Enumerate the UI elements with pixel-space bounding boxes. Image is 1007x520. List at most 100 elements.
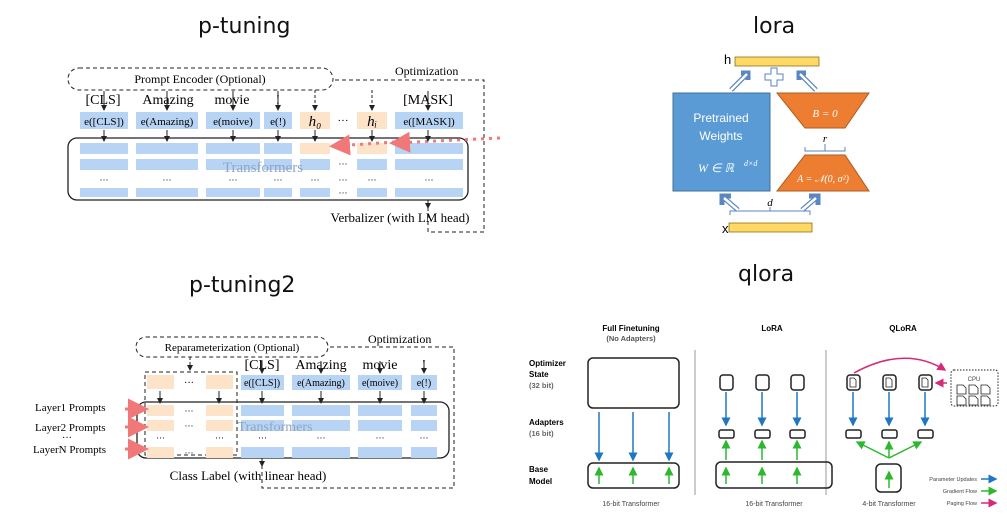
- embedding-box: [206, 112, 260, 129]
- title-ptuning2: p-tuning2: [189, 273, 296, 298]
- x-vector: [728, 222, 813, 233]
- transformer-cell: [292, 447, 350, 458]
- adapter-box: [789, 429, 806, 439]
- transformer-cell: [80, 143, 128, 154]
- gradient-flow-arrow: [855, 441, 890, 459]
- d-label: d: [767, 197, 773, 209]
- embedding-label: e(moive): [362, 378, 398, 389]
- svg-text:State: State: [529, 370, 549, 379]
- class-label: Class Label (with linear head): [170, 468, 327, 483]
- dots: ···: [258, 433, 267, 443]
- layer-prompt-label: LayerN Prompts: [33, 444, 106, 456]
- pretrained-weights-block: [672, 92, 771, 192]
- column-header: LoRA: [761, 324, 783, 333]
- dots: ···: [274, 175, 283, 185]
- footer-label: 16-bit Transformer: [745, 501, 803, 508]
- svg-text:(16 bit): (16 bit): [529, 429, 554, 438]
- transformer-cell: [241, 447, 284, 458]
- base-model-box: [875, 463, 902, 493]
- transformer-cells: ·································: [80, 143, 463, 198]
- token-arrows: [157, 361, 427, 404]
- dots: ···: [156, 433, 165, 443]
- dots: ···: [163, 175, 172, 185]
- prompt-encoder-box: [67, 67, 334, 91]
- r-label: r: [823, 133, 828, 145]
- dots: ···: [339, 188, 348, 198]
- base-model-box: [715, 461, 833, 489]
- layer-prompt-label: Layer2 Prompts: [35, 422, 106, 434]
- dots: ···: [339, 175, 348, 185]
- footer-label: 16-bit Transformer: [602, 501, 660, 508]
- column-subheader: (No Adapters): [606, 334, 656, 343]
- page-icon: [956, 395, 967, 406]
- optimizer-state-box: [719, 374, 734, 391]
- page-icon: [921, 377, 929, 388]
- dots: ···: [185, 448, 194, 458]
- optimizer-state-box: [790, 374, 805, 391]
- column-header: Full Finetuning: [602, 324, 659, 333]
- cpu-box: [950, 369, 999, 407]
- page-icon: [885, 377, 893, 388]
- transformer-cell: [300, 159, 330, 170]
- dots: ···: [420, 433, 429, 443]
- transformer-cell: [357, 143, 387, 154]
- token-arrows: [101, 90, 431, 142]
- page-icon: [980, 395, 991, 406]
- svg-text:Model: Model: [529, 477, 552, 486]
- page-icon: [968, 384, 979, 395]
- transformer-cell: [264, 188, 292, 197]
- title-ptuning: p-tuning: [198, 14, 291, 39]
- legend-label: Gradient Flow: [943, 489, 977, 495]
- transformer-cell: [411, 447, 437, 458]
- transformer-cell: [358, 420, 402, 431]
- injection-arrow: [389, 131, 501, 153]
- transformer-cell: [264, 143, 292, 154]
- embedding-label: e([CLS]): [244, 378, 280, 389]
- transformer-cell: [241, 420, 284, 431]
- transformers-label: Transformers: [223, 160, 303, 176]
- optimizer-state-box: [918, 374, 933, 391]
- transformer-cell: [241, 405, 284, 416]
- optimizer-state-box: [846, 374, 861, 391]
- dots: ···: [317, 433, 326, 443]
- embedding-box: [395, 112, 463, 129]
- transformer-cell: [136, 188, 198, 197]
- transformer-cells: ···························: [147, 405, 437, 458]
- dots: ···: [368, 175, 377, 185]
- embedding-label: e([MASK]): [403, 116, 455, 128]
- b-formula: B = 0: [812, 108, 838, 120]
- token: Amazing: [142, 93, 193, 108]
- dots: ···: [229, 175, 238, 185]
- svg-text:Adapters: Adapters: [529, 418, 564, 427]
- transformer-cell: [358, 447, 402, 458]
- embedding-label: e(Amazing): [141, 116, 194, 128]
- title-lora: lora: [753, 14, 796, 39]
- prompt-cell: [206, 405, 233, 416]
- optimization-label: Optimization: [395, 64, 458, 78]
- pretrained-label: Pretrained: [693, 111, 748, 125]
- title-qlora: qlora: [738, 262, 795, 287]
- footer-label: 4-bit Transformer: [862, 501, 916, 508]
- transformer-cell: [136, 159, 198, 170]
- reparam-label: Reparameterization (Optional): [165, 342, 300, 354]
- svg-text:···: ···: [62, 433, 72, 444]
- token: [CLS]: [86, 93, 121, 108]
- d-bracket: [729, 207, 811, 215]
- transformer-cell: [80, 188, 128, 197]
- dots: ···: [338, 115, 349, 127]
- reparam-box: [135, 336, 329, 358]
- transformer-cell: [206, 143, 260, 154]
- dots: ···: [100, 175, 109, 185]
- optimization-label: Optimization: [368, 332, 431, 346]
- transformer-cell: [300, 188, 330, 197]
- prompt-cell: [206, 420, 233, 431]
- dots: ···: [339, 159, 348, 169]
- svg-text:Base: Base: [529, 465, 549, 474]
- embedding-label: e(moive): [213, 116, 253, 128]
- h-label: h: [724, 52, 731, 67]
- adapter-box: [754, 429, 771, 439]
- transformer-cell: [395, 143, 463, 154]
- token: movie: [215, 93, 250, 108]
- transformers-label: Transformers: [238, 420, 313, 435]
